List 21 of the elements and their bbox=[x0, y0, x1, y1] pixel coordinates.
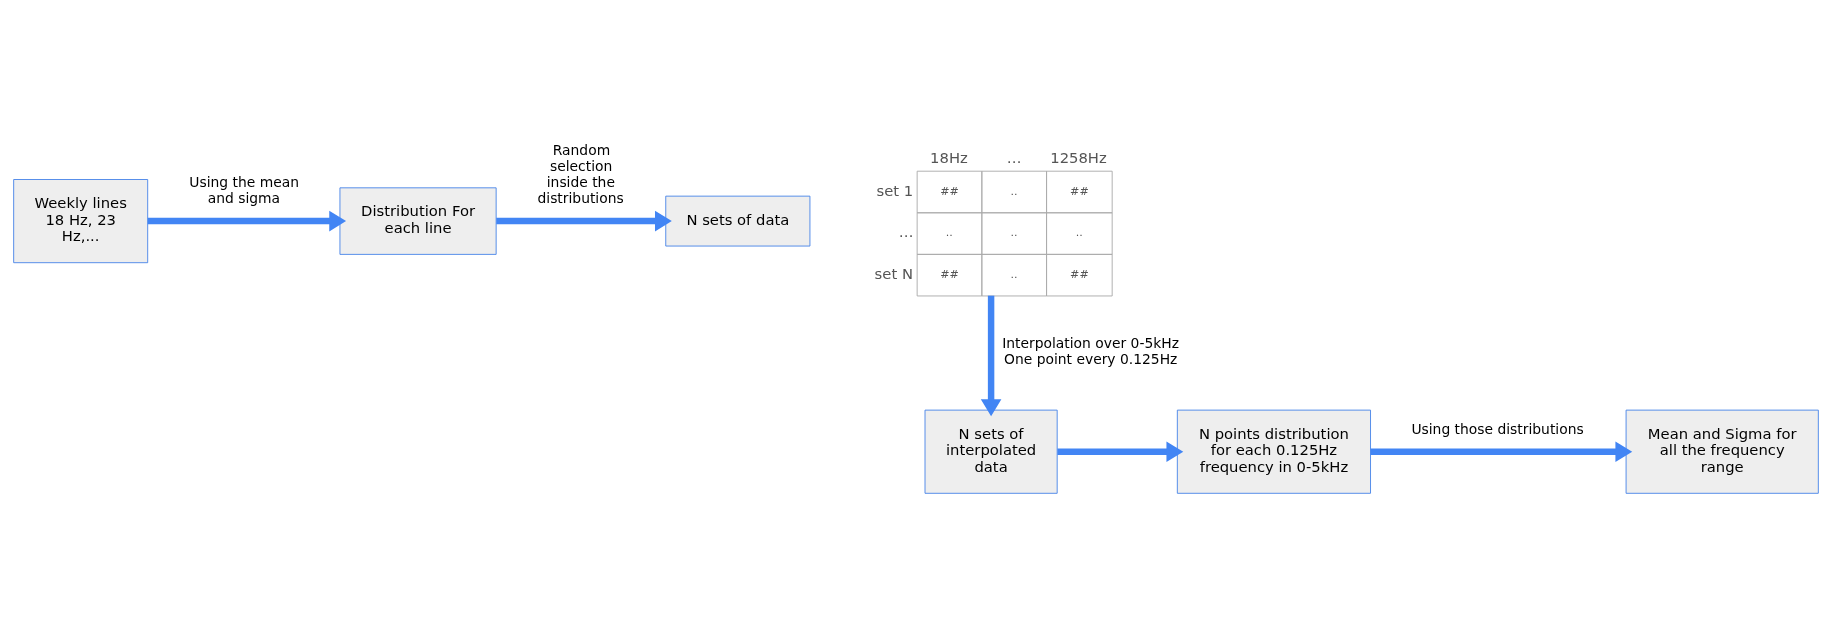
arrow bbox=[1370, 441, 1633, 462]
node-label: … bbox=[1006, 148, 1022, 166]
node-label: 1258Hz bbox=[1050, 148, 1107, 166]
node-label: 18Hz bbox=[930, 148, 968, 166]
node-label: set N bbox=[874, 264, 913, 282]
node-box: N sets of interpolated data bbox=[924, 409, 1058, 494]
node-box: N sets of data bbox=[665, 195, 811, 247]
node-box: Weekly lines 18 Hz, 23 Hz,... bbox=[13, 179, 149, 264]
arrow bbox=[1057, 441, 1184, 462]
edge-label: Using those distributions bbox=[1411, 420, 1584, 437]
node-box: Mean and Sigma for all the frequency range bbox=[1625, 409, 1819, 494]
node-box: N points distribution for each 0.125Hz frequency in 0-5kHz bbox=[1176, 409, 1371, 494]
node-box: Distribution For each line bbox=[339, 187, 497, 255]
arrow bbox=[147, 210, 347, 232]
node-label: … bbox=[898, 223, 914, 241]
node-label: set 1 bbox=[876, 181, 914, 199]
edge-label: Interpolation over 0-5kHz One point every 0.125Hz bbox=[1002, 335, 1179, 367]
arrow bbox=[496, 210, 672, 232]
arrow bbox=[980, 295, 1002, 417]
edge-label: Using the mean and sigma bbox=[189, 173, 299, 206]
edge-label: Random selection inside the distributions bbox=[537, 142, 624, 206]
